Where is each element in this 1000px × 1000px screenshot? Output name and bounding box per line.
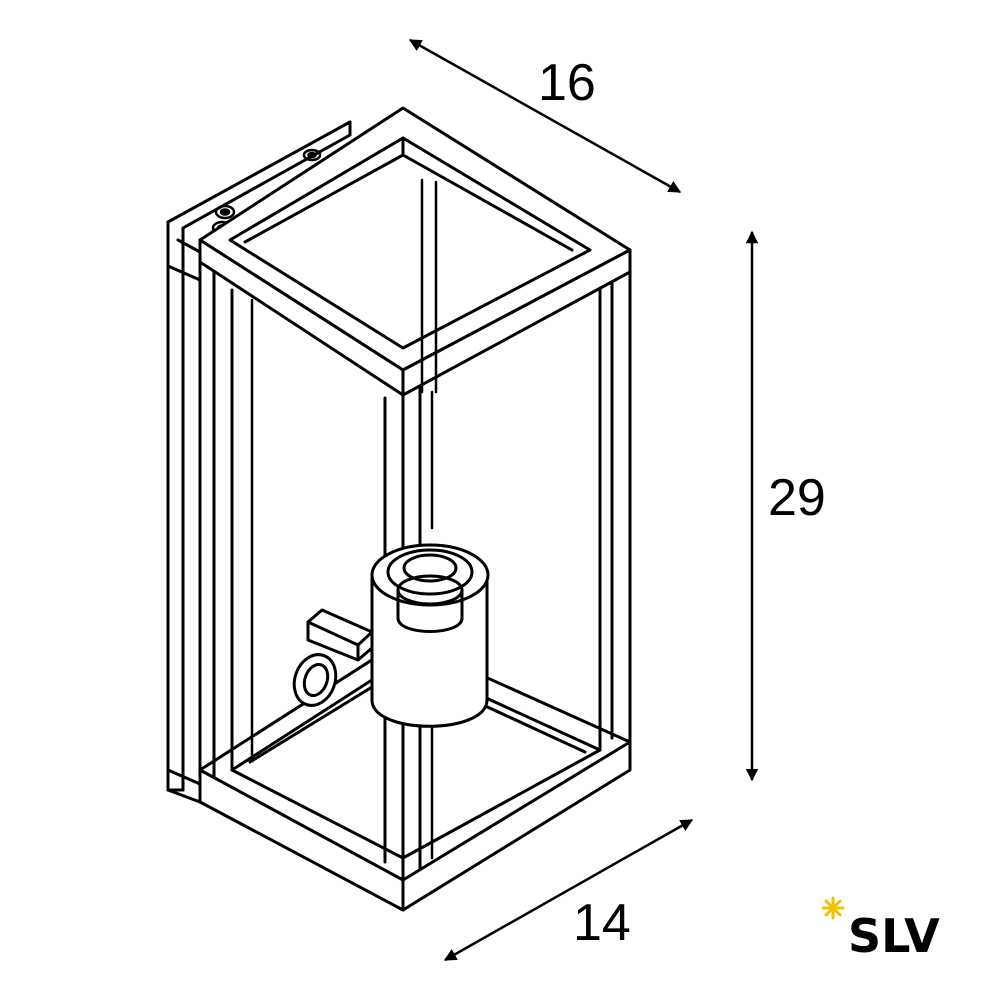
top-frame bbox=[198, 106, 632, 397]
depth-label: 16 bbox=[538, 54, 596, 112]
lantern-drawing bbox=[166, 106, 632, 912]
logo-text: SLV bbox=[848, 909, 940, 963]
wall-bracket bbox=[166, 120, 352, 804]
right-front-column bbox=[598, 270, 632, 752]
depth-dimension-line bbox=[408, 38, 682, 194]
width-label: 14 bbox=[573, 894, 631, 952]
left-frame-column bbox=[176, 238, 234, 808]
brand-logo: SLV bbox=[821, 896, 940, 963]
lamp-socket bbox=[370, 543, 490, 728]
spark-icon bbox=[821, 896, 845, 920]
height-label: 29 bbox=[768, 469, 826, 527]
rear-glass-edges bbox=[250, 178, 438, 860]
dimension-lines bbox=[408, 38, 759, 962]
mounting-arm bbox=[306, 608, 374, 662]
width-dimension-line bbox=[443, 818, 694, 962]
cable-gland bbox=[292, 653, 338, 707]
